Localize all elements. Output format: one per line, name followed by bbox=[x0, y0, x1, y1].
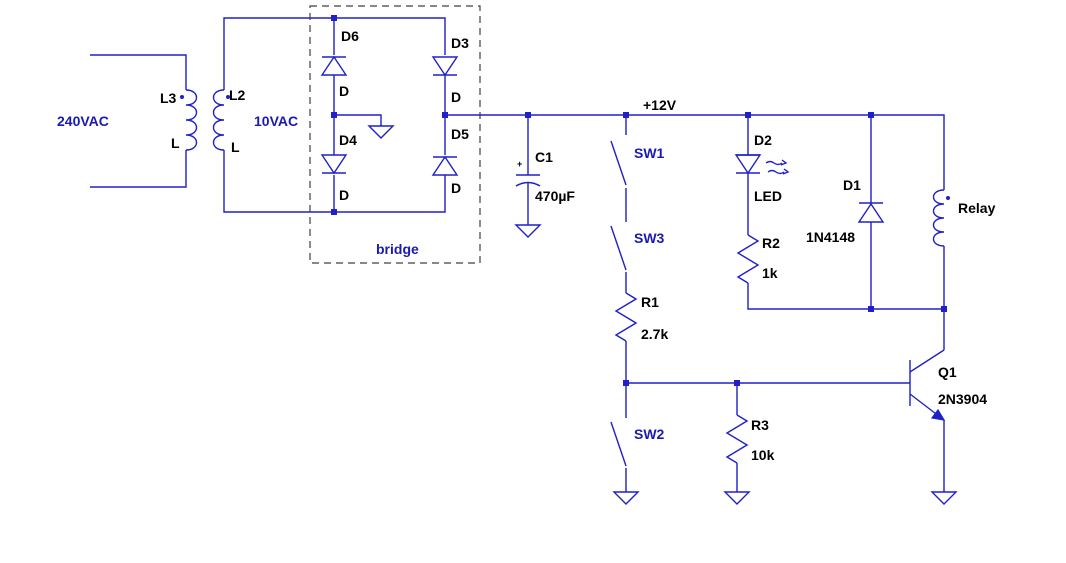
diode-D6 bbox=[320, 55, 348, 76]
secondary-wire-top bbox=[223, 17, 334, 90]
L3-ref: L3 bbox=[160, 90, 177, 106]
C1-ref: C1 bbox=[535, 149, 553, 165]
diode-D5 bbox=[431, 155, 459, 176]
switch-SW1 bbox=[610, 140, 627, 186]
junction-dots bbox=[331, 15, 947, 386]
inductor-L2 bbox=[212, 89, 225, 151]
diode-D4 bbox=[320, 154, 348, 175]
R3-ref: R3 bbox=[751, 417, 769, 433]
D2-value: LED bbox=[754, 188, 782, 204]
inductor-L3 bbox=[185, 89, 198, 151]
input-voltage-label: 240VAC bbox=[57, 113, 109, 129]
D1-ref: D1 bbox=[843, 177, 861, 193]
diode-D1 bbox=[857, 202, 885, 223]
bridge-ground-symbol bbox=[367, 125, 395, 139]
resistor-R1 bbox=[614, 292, 638, 342]
L3-value: L bbox=[171, 135, 180, 151]
Q1-value: 2N3904 bbox=[938, 391, 987, 407]
Q1-ref: Q1 bbox=[938, 364, 957, 380]
primary-wire-top bbox=[90, 54, 187, 90]
secondary-wire-bottom bbox=[223, 150, 334, 213]
switch-chain bbox=[610, 115, 640, 505]
R2-value: 1k bbox=[762, 265, 778, 281]
R3-value: 10k bbox=[751, 447, 775, 463]
supply-rail-label: +12V bbox=[643, 97, 677, 113]
phase-dot-L3 bbox=[180, 95, 184, 99]
D3-value: D bbox=[451, 89, 461, 105]
bridge-top-wire bbox=[334, 17, 446, 55]
SW1-ref: SW1 bbox=[634, 145, 665, 161]
D6-ref: D6 bbox=[341, 28, 359, 44]
R2-ref: R2 bbox=[762, 235, 780, 251]
switch-SW3 bbox=[610, 225, 627, 271]
diode-D3 bbox=[431, 56, 459, 77]
bridge-outline bbox=[309, 5, 481, 264]
led-light-rays-icon bbox=[765, 159, 790, 175]
phase-dot-L2 bbox=[226, 95, 230, 99]
resistor-R3-group bbox=[723, 383, 751, 505]
L2-value: L bbox=[231, 139, 240, 155]
R1-ref: R1 bbox=[641, 294, 659, 310]
ground-SW2 bbox=[612, 491, 640, 505]
bridge-rectifier: bridge D6 D D4 D D3 D D5 D bbox=[309, 5, 481, 264]
D4-ref: D4 bbox=[339, 132, 357, 148]
D2-ref: D2 bbox=[754, 132, 772, 148]
resistor-R2 bbox=[736, 234, 760, 284]
emitter-arrow-icon bbox=[930, 408, 946, 421]
bridge-label: bridge bbox=[376, 241, 419, 257]
led-D2-group bbox=[734, 115, 944, 310]
ground-Q1 bbox=[930, 491, 958, 505]
primary-wire-bottom bbox=[90, 150, 187, 188]
D3-ref: D3 bbox=[451, 35, 469, 51]
secondary-voltage-label: 10VAC bbox=[254, 113, 298, 129]
D1-value: 1N4148 bbox=[806, 229, 855, 245]
L2-ref: L2 bbox=[229, 87, 246, 103]
led-D2 bbox=[734, 154, 762, 175]
switch-SW2 bbox=[610, 421, 627, 467]
D4-value: D bbox=[339, 187, 349, 203]
D6-value: D bbox=[339, 83, 349, 99]
transformer: 240VAC L3 L L2 L 10VAC bbox=[57, 17, 334, 213]
diode-D1-group bbox=[857, 115, 885, 309]
capacitor-C1: + bbox=[514, 115, 542, 238]
R1-value: 2.7k bbox=[641, 326, 668, 342]
bridge-ground-wire bbox=[334, 114, 382, 126]
SW2-ref: SW2 bbox=[634, 426, 665, 442]
C1-value: 470µF bbox=[535, 188, 575, 204]
ground-R3 bbox=[723, 491, 751, 505]
Relay-ref: Relay bbox=[958, 200, 996, 216]
supply-rail-wire bbox=[445, 114, 945, 190]
bridge-bottom-wire bbox=[334, 175, 446, 213]
D5-ref: D5 bbox=[451, 126, 469, 142]
relay-coil bbox=[932, 189, 950, 350]
C1-polarity: + bbox=[517, 159, 522, 169]
resistor-R3 bbox=[725, 414, 749, 464]
D5-value: D bbox=[451, 180, 461, 196]
transistor-Q1 bbox=[909, 349, 958, 505]
SW3-ref: SW3 bbox=[634, 230, 665, 246]
